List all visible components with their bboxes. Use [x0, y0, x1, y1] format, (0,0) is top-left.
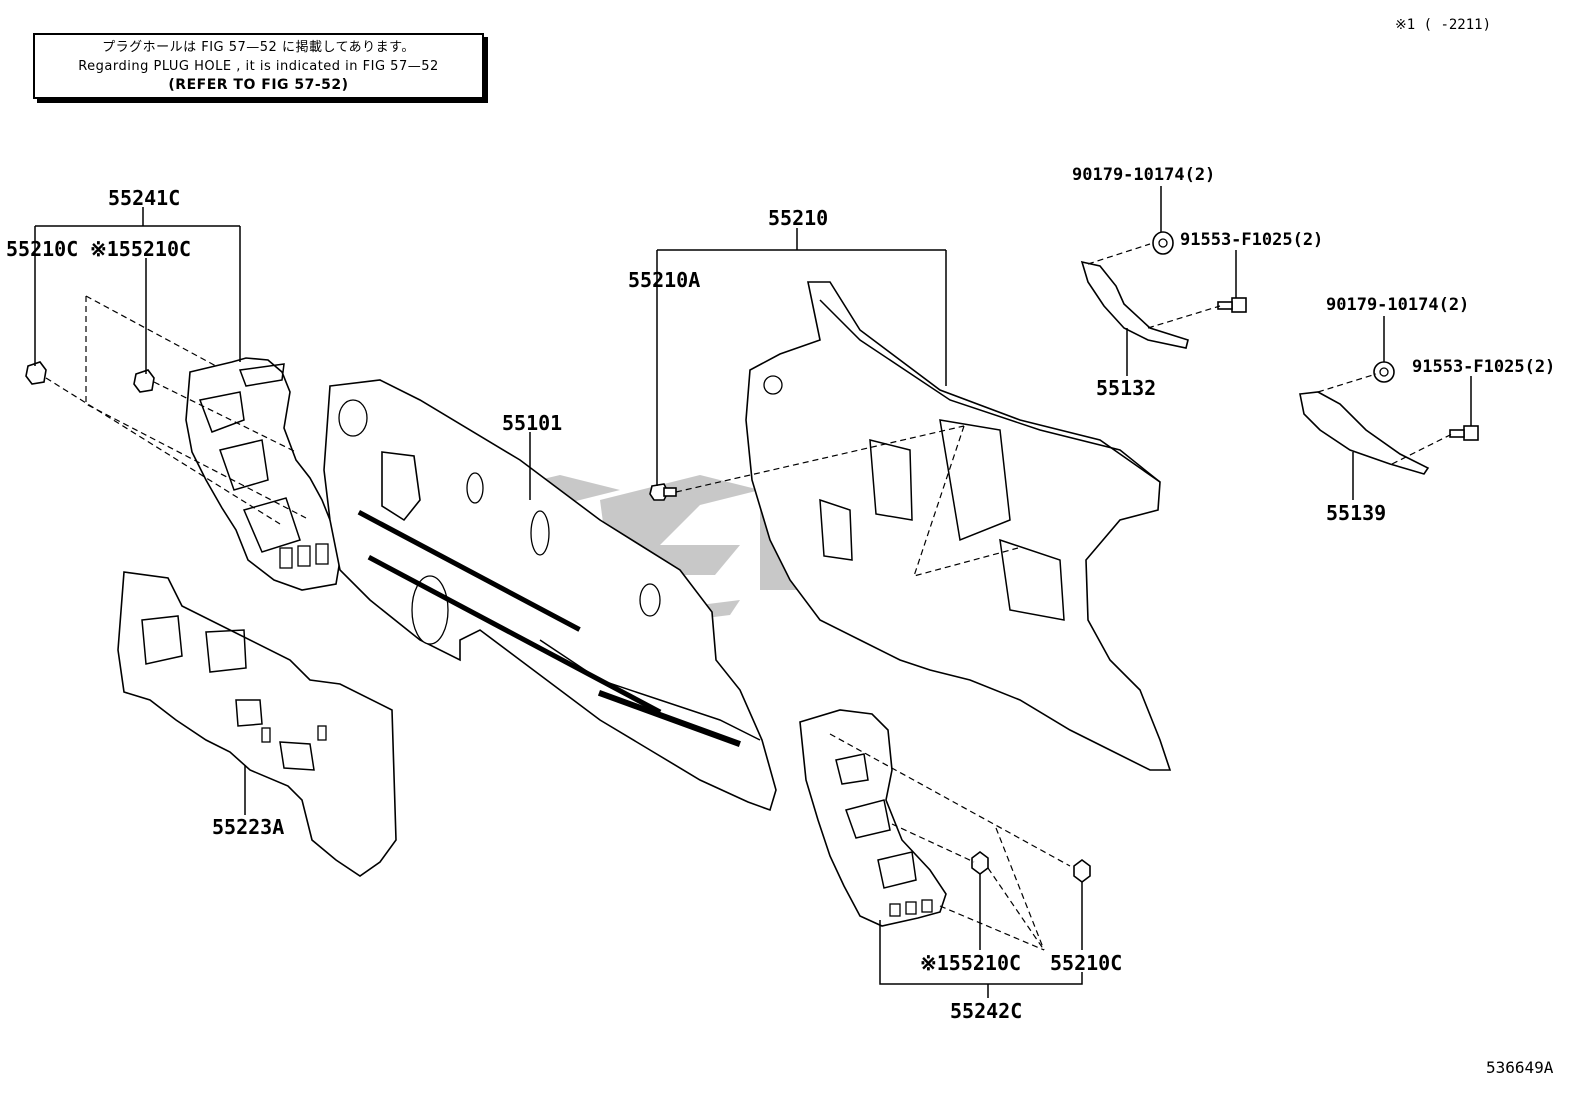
clip-left-1-icon	[25, 361, 47, 385]
label-55132: 55132	[1096, 376, 1156, 400]
part-55132-shape	[1080, 260, 1189, 349]
push-clip-icon	[649, 483, 677, 501]
figure-code: 536649A	[1486, 1058, 1554, 1077]
part-55223a-shape	[117, 571, 397, 877]
label-55210c-bottom-star: ※155210C	[920, 951, 1021, 975]
leader-lines	[34, 186, 1472, 998]
nut-lower-icon	[1373, 361, 1395, 383]
label-55210c-bottom: 55210C	[1050, 951, 1122, 975]
part-55210-shape	[745, 281, 1172, 771]
part-55101-shape	[323, 379, 777, 812]
reference-note-box: プラグホールは FIG 57—52 に掲載してあります。 Regarding P…	[33, 33, 484, 99]
label-91553-upper: 91553-F1025(2)	[1180, 230, 1323, 250]
label-55223a: 55223A	[212, 815, 284, 839]
clip-bottom-2-icon	[1073, 859, 1091, 883]
part-55242c-shape	[799, 709, 947, 927]
applicability-note: ※1 ( -2211)	[1395, 17, 1492, 33]
assembly-dashed-lines	[45, 243, 1453, 951]
clip-bottom-1-icon	[971, 851, 989, 875]
label-55139: 55139	[1326, 501, 1386, 525]
label-55210: 55210	[768, 206, 828, 230]
part-labels: 55241C 55210C ※155210C 55223A 55101 5521…	[6, 165, 1555, 1023]
clip-left-2-icon	[133, 369, 155, 393]
label-55242c: 55242C	[950, 999, 1022, 1023]
label-55210c-left-star: ※155210C	[90, 237, 191, 261]
label-90179-lower: 90179-10174(2)	[1326, 295, 1469, 315]
note-line-japanese: プラグホールは FIG 57—52 に掲載してあります。	[102, 40, 415, 55]
nut-upper-icon	[1152, 231, 1174, 255]
label-55101: 55101	[502, 411, 562, 435]
label-91553-lower: 91553-F1025(2)	[1412, 357, 1555, 377]
label-55210a: 55210A	[628, 268, 700, 292]
note-line-english: Regarding PLUG HOLE , it is indicated in…	[78, 59, 439, 74]
label-55210c-left: 55210C	[6, 237, 78, 261]
part-55241c-shape	[185, 357, 341, 591]
label-90179-upper: 90179-10174(2)	[1072, 165, 1215, 185]
label-55241c: 55241C	[108, 186, 180, 210]
note-line-reference: (REFER TO FIG 57-52)	[168, 77, 349, 93]
bolt-lower-icon	[1449, 425, 1479, 441]
part-55139-shape	[1299, 391, 1430, 475]
bolt-upper-icon	[1217, 297, 1247, 313]
